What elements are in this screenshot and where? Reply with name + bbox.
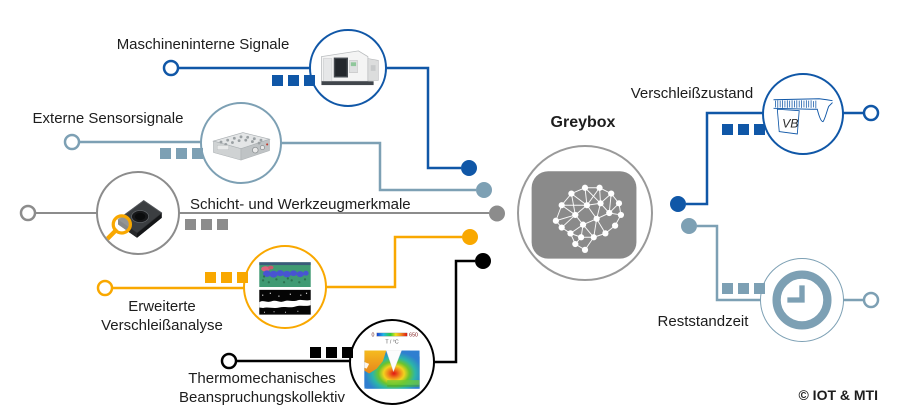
output-label-verschleisszustand: Verschleißzustand [630,85,754,102]
greybox-output-dot [670,196,686,212]
input-terminal [220,352,238,370]
node-externe-sensorsignale [200,102,282,184]
dynamometer-sensor-icon [212,132,271,161]
input-label-schicht-werkzeugmerkmale: Schicht- und Werkzeugmerkmale [190,196,411,213]
node-reststandzeit [760,258,844,342]
data-packet-squares [185,219,228,230]
neural-network-brain-icon [531,171,637,259]
node-thermomechanisches-kollektiv: 0 650 T / °C [349,319,435,405]
temperature-colorbar [376,332,408,337]
greybox-input-dot [462,229,478,245]
node-maschineninterne-signale [309,29,387,107]
label-line: Erweiterte [128,298,196,315]
colorbar-max: 650 [409,332,418,338]
label-line: Thermomechanisches [188,370,336,387]
magnifier-icon [111,214,132,235]
input-label-erweiterte-verschleissanalyse: Erweiterte Verschleißanalyse [101,297,223,335]
copyright-note: © IOT & MTI [798,387,878,403]
greybox-input-dot [475,253,491,269]
input-terminal [96,279,114,297]
vb-flank-wear-icon: VB [773,98,833,135]
output-label-reststandzeit: Reststandzeit [657,313,749,330]
input-terminal [19,204,37,222]
node-erweiterte-verschleissanalyse [243,245,327,329]
wear-micrograph-icon [259,262,311,315]
label-line: Beanspruchungskollektiv [179,389,345,406]
greybox-title: Greybox [550,114,616,131]
cnc-machine-icon [321,50,379,86]
node-verschleisszustand: VB [762,73,844,155]
fem-simulation-icon: 0 650 T / °C [364,332,420,389]
data-packet-squares [272,75,315,86]
input-label-thermomechanisches-kollektiv: Thermomechanisches Beanspruchungskollekt… [179,369,345,407]
data-packet-squares [310,347,353,358]
output-terminal [862,291,880,309]
vb-label: VB [782,116,799,130]
data-packet-squares [722,283,765,294]
greybox-input-dot [461,160,477,176]
input-label-maschineninterne-signale: Maschineninterne Signale [116,36,290,53]
greybox-input-dot [489,205,505,222]
input-terminal [63,133,81,151]
greybox-input-dot [476,182,492,198]
data-packet-squares [160,148,203,159]
data-packet-squares [722,124,765,135]
greybox-output-dot [681,218,697,234]
output-terminal [862,104,880,122]
node-schicht-werkzeugmerkmale [96,171,180,255]
label-line: Verschleißanalyse [101,317,223,334]
node-greybox [517,145,653,281]
input-label-externe-sensorsignale: Externe Sensorsignale [32,110,184,127]
clock-icon [772,270,832,330]
colorbar-unit: T / °C [385,339,399,345]
data-packet-squares [205,272,248,283]
colorbar-min: 0 [371,332,374,338]
input-terminal [162,59,180,77]
cutting-insert-magnifier-icon [105,200,163,241]
